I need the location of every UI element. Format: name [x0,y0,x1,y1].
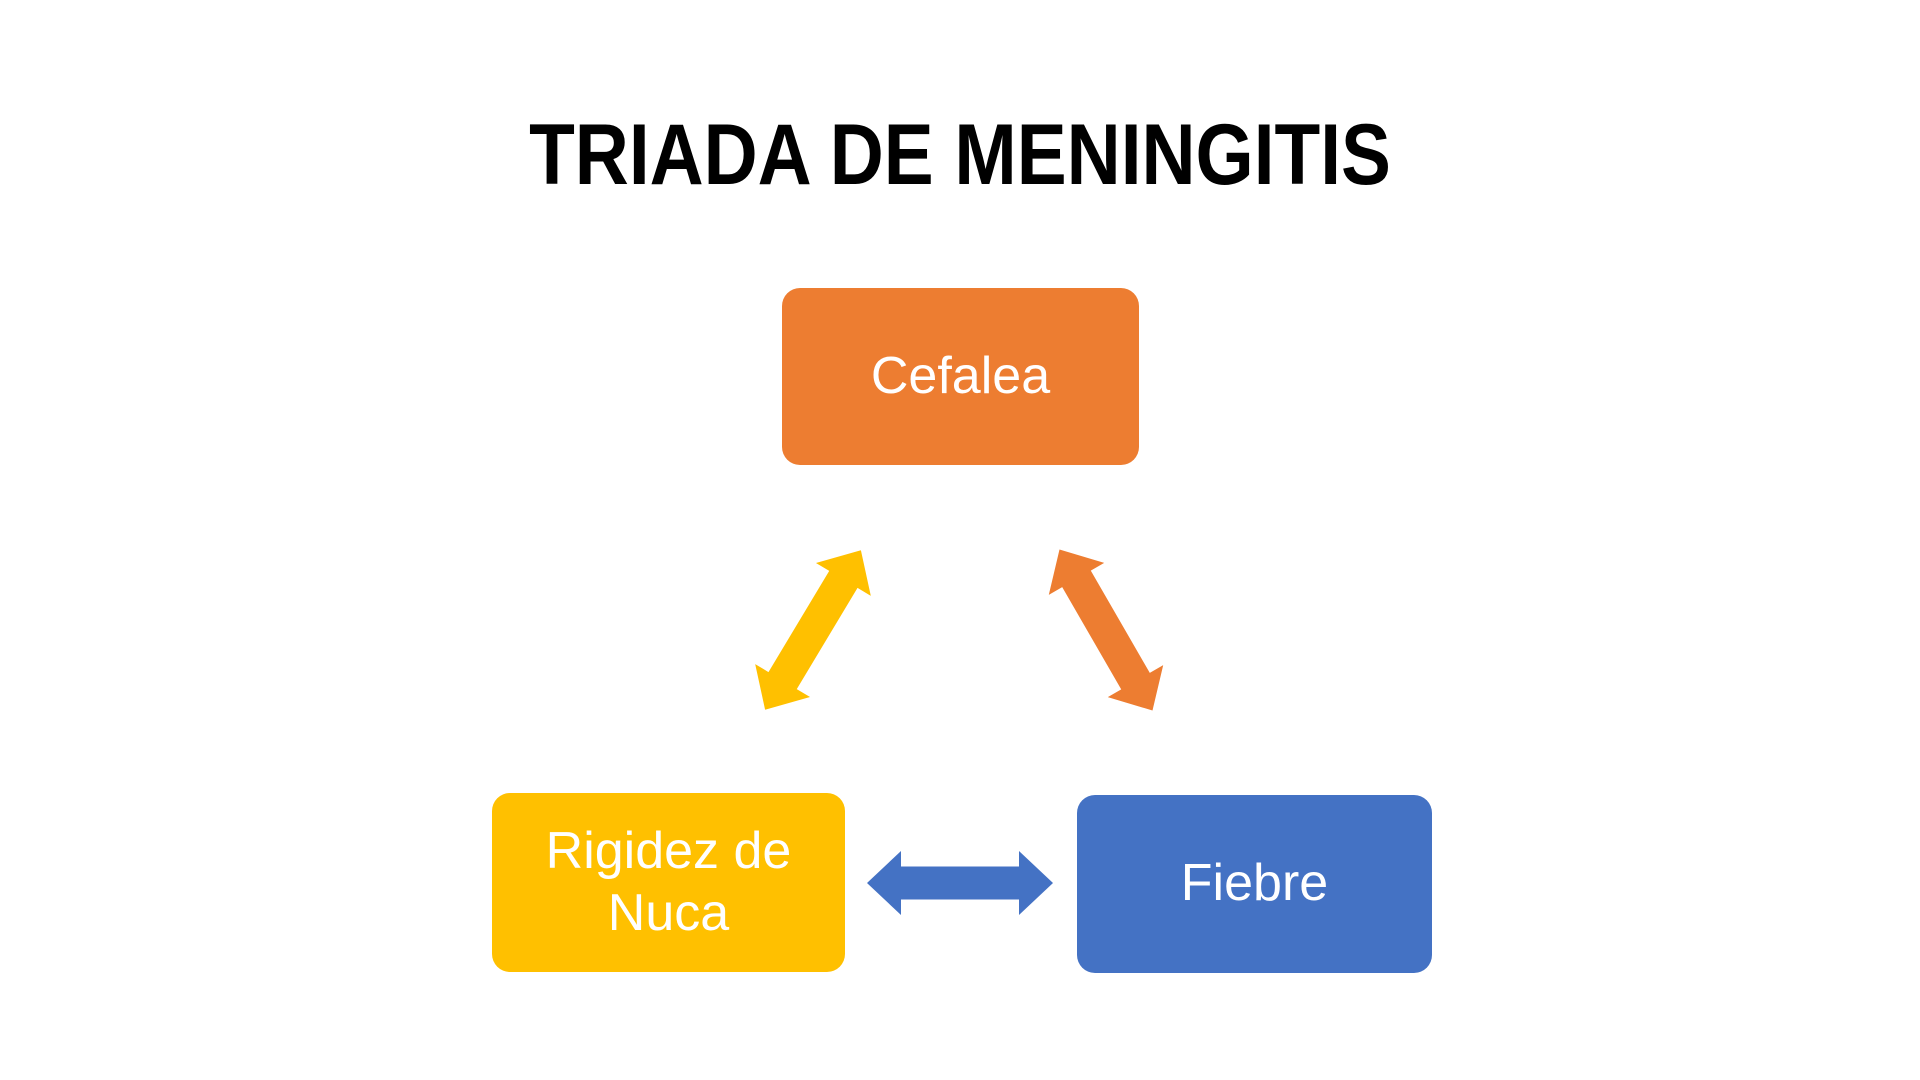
node-rigidez-de-nuca-label: Rigidez de Nuca [545,822,792,942]
node-rigidez-de-nuca: Rigidez de Nuca [492,793,845,972]
node-fiebre-label: Fiebre [1180,854,1329,913]
double-arrow-icon [1048,549,1164,711]
node-cefalea: Cefalea [782,288,1139,465]
double-arrow-rigidez-cefalea [738,534,889,726]
double-arrow-rigidez-fiebre [867,851,1053,915]
double-arrow-icon [755,550,871,710]
node-fiebre: Fiebre [1077,795,1432,973]
slide-title: TRIADA DE MENINGITIS [529,107,1391,203]
node-cefalea-label: Cefalea [870,346,1051,405]
double-arrow-icon [867,851,1053,915]
double-arrow-fiebre-cefalea [1032,533,1180,726]
